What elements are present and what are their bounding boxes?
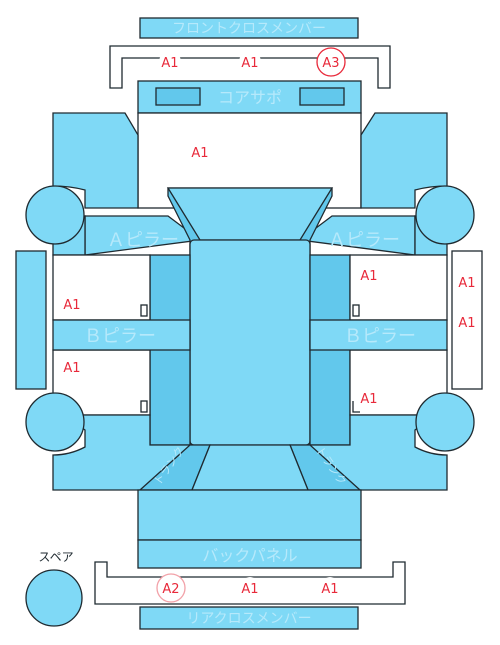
grade-circle-marker [156,573,186,603]
grade-engine-room[interactable]: A1 [191,146,208,161]
grade-left-front-door[interactable]: A1 [63,298,80,313]
right-a-pillar-label: Ａピラー [328,230,400,251]
left-front-door-handle [140,304,148,317]
rear-cross-member-label: リアクロスメンバー [186,611,311,627]
right-front-door[interactable] [349,254,448,321]
left-b-pillar-panel[interactable] [52,319,191,351]
grade-marker-bg [239,51,261,73]
right-front-door-handle [352,304,360,317]
roof-panel[interactable] [189,239,311,446]
back-panel-label: バックパネル [202,546,297,565]
grade-right-sill-2[interactable]: A1 [458,316,475,331]
trunk-lid[interactable] [191,444,309,491]
grade-marker-bg [456,311,478,333]
grade-left-rear-door[interactable]: A1 [63,361,80,376]
grade-right-rear-door[interactable]: A1 [360,392,377,407]
grade-marker-bg [319,577,341,599]
grade-front-member-3[interactable]: A3 [322,56,339,71]
left-rear-wheel[interactable] [25,392,85,452]
spare-label: スペア [38,550,73,564]
right-b-pillar-label: Ｂピラー [344,326,416,347]
grade-rear-member-3[interactable]: A1 [321,582,338,597]
grade-circle-marker [316,47,346,77]
rear-floor-panel[interactable] [137,489,362,541]
right-front-wheel[interactable] [415,185,475,245]
left-rear-door-handle [140,400,148,413]
core-support-left-vent [155,87,201,106]
back-panel[interactable] [137,539,362,569]
grade-right-sill-1[interactable]: A1 [458,276,475,291]
left-front-wheel[interactable] [25,185,85,245]
grade-front-member-1[interactable]: A1 [161,56,178,71]
grade-marker-bg [159,51,181,73]
grade-marker-bg [456,271,478,293]
grade-front-member-2[interactable]: A1 [241,56,258,71]
grade-marker-bg [239,577,261,599]
left-side-sill[interactable] [15,250,47,390]
left-a-pillar-label: Ａピラー [107,230,179,251]
core-support-right-vent [299,87,345,106]
rear-cross-member-panel[interactable] [139,606,359,630]
front-cross-member-label: フロントクロスメンバー [172,21,326,37]
right-b-pillar-panel[interactable] [309,319,448,351]
grade-rear-member-2[interactable]: A1 [241,582,258,597]
right-rear-wheel[interactable] [415,392,475,452]
grade-rear-member-1[interactable]: A2 [162,582,179,597]
spare-tire[interactable] [25,569,83,627]
left-b-pillar-label: Ｂピラー [84,326,156,347]
right-rear-door-handle [352,401,360,413]
front-cross-member-panel[interactable] [139,17,359,39]
grade-right-front-door[interactable]: A1 [360,269,377,284]
core-support-label: コアサポ [218,88,282,107]
